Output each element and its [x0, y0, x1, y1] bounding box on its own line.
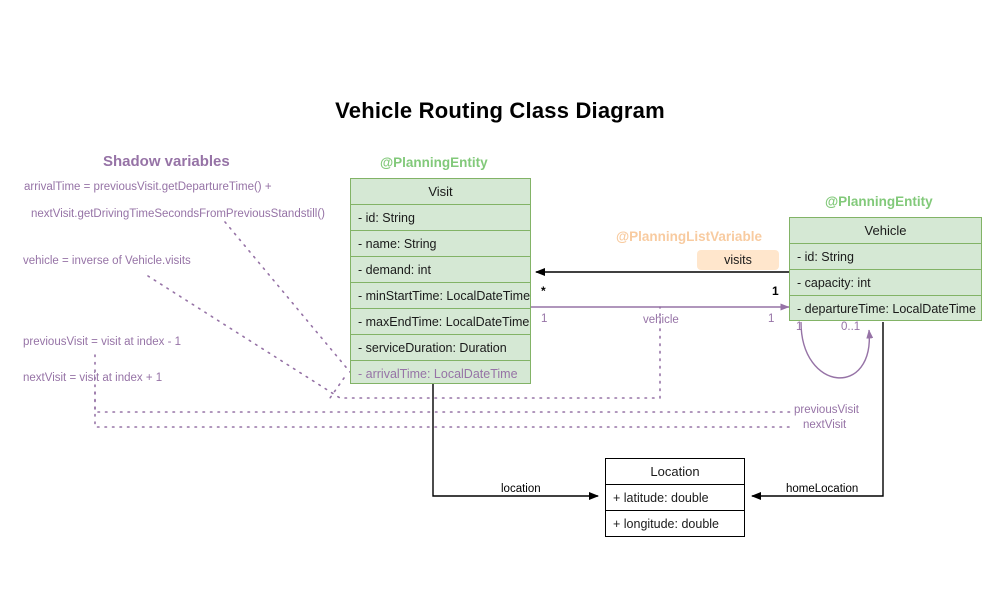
home-location-edge-label: homeLocation — [786, 483, 859, 495]
visit-attribute-id: - id: String — [351, 205, 530, 231]
visit-attribute-max-end-time: - maxEndTime: LocalDateTime — [351, 309, 530, 335]
vehicle-target-multiplicity: 1 — [768, 313, 775, 325]
visit-attribute-service-duration: - serviceDuration: Duration — [351, 335, 530, 361]
visit-class-name: Visit — [351, 179, 530, 205]
self-loop-left-multiplicity: 1 — [796, 321, 803, 333]
location-edge-label: location — [501, 483, 541, 495]
previous-visit-edge-label: previousVisit — [794, 404, 859, 416]
self-loop-right-multiplicity: 0..1 — [841, 321, 861, 333]
visit-attribute-arrival-time: - arrivalTime: LocalDateTime — [358, 367, 518, 381]
edge-location — [432, 383, 599, 500]
vehicle-class-name: Vehicle — [790, 218, 981, 244]
visit-stereotype: @PlanningEntity — [380, 155, 488, 170]
location-attribute-latitude: + latitude: double — [606, 485, 744, 511]
visit-attribute-demand: - demand: int — [351, 257, 530, 283]
page-title: Vehicle Routing Class Diagram — [335, 98, 665, 123]
vehicle-attribute-capacity: - capacity: int — [790, 270, 981, 296]
shadow-note-vehicle: vehicle = inverse of Vehicle.visits — [23, 255, 191, 267]
visit-attribute-name: - name: String — [351, 231, 530, 257]
vehicle-attribute-id: - id: String — [790, 244, 981, 270]
location-attribute-longitude: + longitude: double — [606, 511, 744, 537]
shadow-note-next-visit: nextVisit = visit at index + 1 — [23, 372, 163, 384]
next-visit-edge-label: nextVisit — [803, 419, 847, 431]
vehicle-source-multiplicity: 1 — [541, 313, 548, 325]
vehicle-attribute-departure-time: - departureTime: LocalDateTime — [797, 302, 977, 316]
class-box-vehicle[interactable]: Vehicle - id: String - capacity: int - d… — [789, 217, 982, 321]
shadow-note-arrival-time-2: nextVisit.getDrivingTimeSecondsFromPrevi… — [31, 208, 325, 220]
visits-source-multiplicity: 1 — [772, 284, 779, 298]
class-box-location[interactable]: Location + latitude: double + longitude:… — [605, 458, 745, 537]
visits-target-multiplicity: * — [541, 284, 546, 298]
shadow-note-arrival-time-1: arrivalTime = previousVisit.getDeparture… — [24, 181, 272, 193]
shadow-note-previous-visit: previousVisit = visit at index - 1 — [23, 336, 181, 348]
location-class-name: Location — [606, 459, 744, 485]
vehicle-stereotype: @PlanningEntity — [825, 194, 933, 209]
class-box-visit[interactable]: Visit - id: String - name: String - dema… — [350, 178, 531, 384]
shadow-variables-heading: Shadow variables — [103, 153, 230, 170]
planning-list-variable-stereotype: @PlanningListVariable — [616, 229, 762, 244]
vehicle-edge-label: vehicle — [643, 314, 679, 326]
visits-badge: visits — [697, 250, 779, 270]
visit-attribute-min-start-time: - minStartTime: LocalDateTime — [351, 283, 530, 309]
